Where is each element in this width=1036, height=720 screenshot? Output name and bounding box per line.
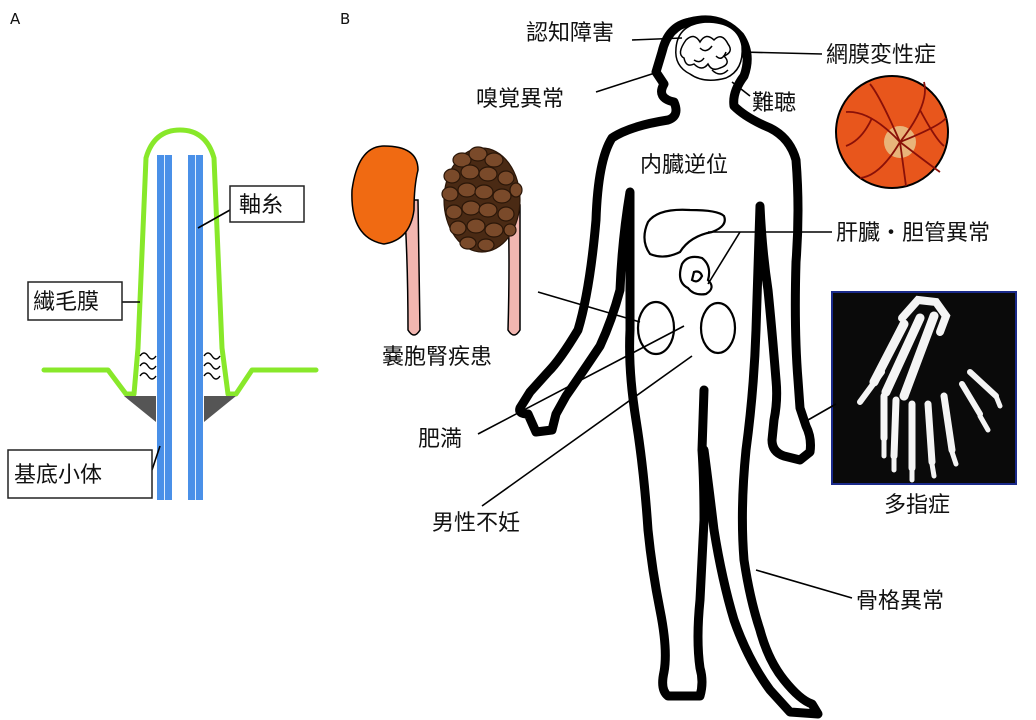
cognitive-label: 認知障害 xyxy=(526,21,614,46)
skeletal-label: 骨格異常 xyxy=(856,589,944,614)
ciliary-membrane xyxy=(44,130,316,394)
polydactyly-label: 多指症 xyxy=(884,493,950,518)
axoneme-label: 軸糸 xyxy=(239,193,283,218)
brain xyxy=(676,22,742,80)
basal-body-label: 基底小体 xyxy=(14,463,102,488)
hearing-label: 難聴 xyxy=(752,91,796,116)
retinal-label: 網膜変性症 xyxy=(826,43,936,68)
panel-b-label: B xyxy=(340,10,350,28)
body-right-outline xyxy=(690,20,818,714)
normal-kidney xyxy=(352,146,418,244)
cilium-diagram: 軸糸 繊毛膜 基底小体 xyxy=(8,130,316,500)
body-left-outline xyxy=(520,22,704,696)
transition-fibers xyxy=(140,353,220,379)
infertility-label: 男性不妊 xyxy=(432,511,520,536)
stomach xyxy=(680,257,712,295)
retina-image xyxy=(836,76,948,188)
panel-a-label: A xyxy=(10,10,21,28)
basal-body-right xyxy=(204,396,236,422)
liver xyxy=(644,210,724,257)
kidney-label: 嚢胞腎疾患 xyxy=(382,345,492,370)
hand-xray-image: 多指症 xyxy=(832,292,1016,518)
membrane-label: 繊毛膜 xyxy=(33,290,99,315)
situs-label: 内臓逆位 xyxy=(640,153,728,178)
olfactory-label: 嗅覚異常 xyxy=(476,87,564,112)
right-kidney-organ xyxy=(701,303,735,353)
cystic-kidney xyxy=(442,147,522,252)
human-body-outline xyxy=(520,20,818,714)
obesity-label: 肥満 xyxy=(418,427,462,452)
left-kidney-organ xyxy=(638,302,674,354)
liver-label: 肝臓・胆管異常 xyxy=(836,221,990,246)
kidney-illustrations: 嚢胞腎疾患 xyxy=(352,146,522,370)
basal-body-left xyxy=(124,396,156,422)
axoneme-right xyxy=(188,155,203,500)
